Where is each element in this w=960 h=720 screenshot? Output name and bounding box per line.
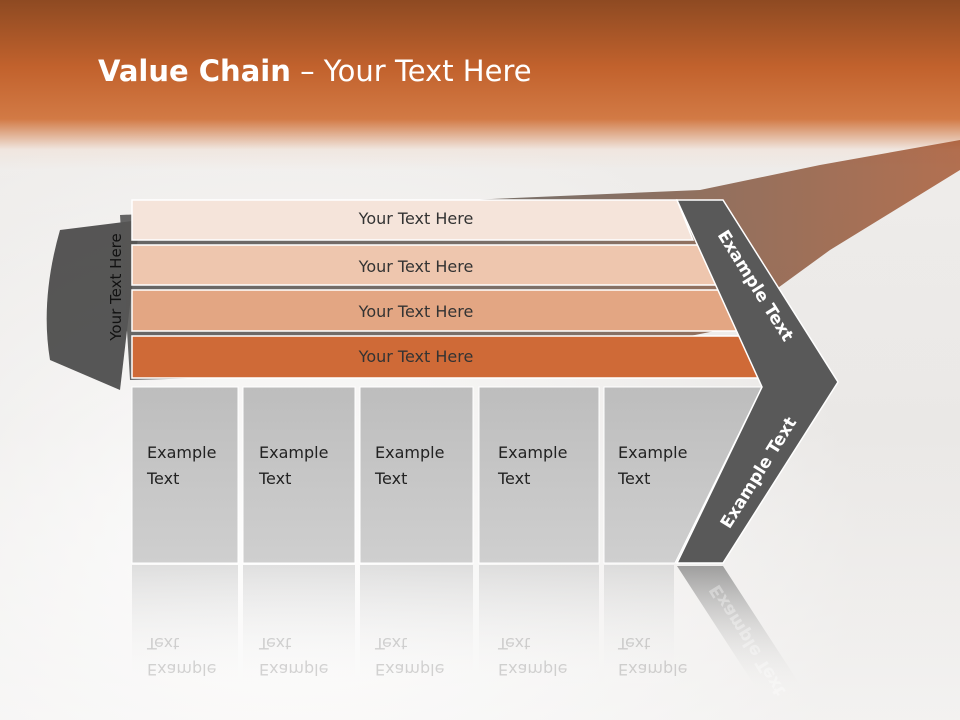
bar-3-label: Your Text Here xyxy=(358,302,474,321)
box-1-text: Example Text xyxy=(147,440,216,492)
box-3 xyxy=(359,386,474,564)
box-1-line1: Example xyxy=(147,443,217,462)
box-4-line1: Example xyxy=(498,443,568,462)
title-bold: Value Chain xyxy=(98,54,291,88)
box-4-reflection-line2: Text xyxy=(498,634,531,653)
title-rest: – Your Text Here xyxy=(290,54,532,88)
bar-group xyxy=(131,199,767,379)
box-2-text: Example Text xyxy=(259,440,328,492)
box-2 xyxy=(242,386,356,564)
box-1-reflection-line1: Example xyxy=(147,660,217,679)
box-5-reflection-line1: Example xyxy=(618,660,688,679)
box-3-line2: Text xyxy=(375,469,408,488)
bar-1 xyxy=(131,199,695,241)
box-4-reflection-line1: Example xyxy=(498,660,568,679)
bar-1-label: Your Text Here xyxy=(358,209,474,228)
box-2-line2: Text xyxy=(259,469,292,488)
box-3-text: Example Text xyxy=(375,440,444,492)
box-3-reflection-line1: Example xyxy=(375,660,445,679)
box-5-line2: Text xyxy=(618,469,651,488)
bar-2-label: Your Text Here xyxy=(358,257,474,276)
box-3-reflection: Example Text xyxy=(375,630,444,682)
box-4-text: Example Text xyxy=(498,440,567,492)
box-1 xyxy=(131,386,239,564)
box-5-reflection-line2: Text xyxy=(618,634,651,653)
chevron-arrow xyxy=(675,199,839,564)
box-2-reflection-line2: Text xyxy=(259,634,292,653)
box-reflections xyxy=(132,565,674,695)
bar-4-label: Your Text Here xyxy=(358,347,474,366)
box-5 xyxy=(603,386,763,564)
box-2-reflection: Example Text xyxy=(259,630,328,682)
chevron-reflection xyxy=(677,566,810,700)
box-1-reflection: Example Text xyxy=(147,630,216,682)
box-3-reflection-line2: Text xyxy=(375,634,408,653)
slide-title: Value Chain – Your Text Here xyxy=(98,54,532,88)
box-5-reflection: Example Text xyxy=(618,630,687,682)
box-1-reflection-line2: Text xyxy=(147,634,180,653)
header-band xyxy=(0,0,960,170)
box-4 xyxy=(478,386,600,564)
box-5-text: Example Text xyxy=(618,440,687,492)
box-group xyxy=(131,386,763,564)
box-3-line1: Example xyxy=(375,443,445,462)
box-2-reflection-line1: Example xyxy=(259,660,329,679)
side-label-text: Your Text Here xyxy=(107,233,125,341)
box-4-reflection: Example Text xyxy=(498,630,567,682)
box-2-line1: Example xyxy=(259,443,329,462)
box-4-line2: Text xyxy=(498,469,531,488)
box-1-line2: Text xyxy=(147,469,180,488)
box-5-line1: Example xyxy=(618,443,688,462)
